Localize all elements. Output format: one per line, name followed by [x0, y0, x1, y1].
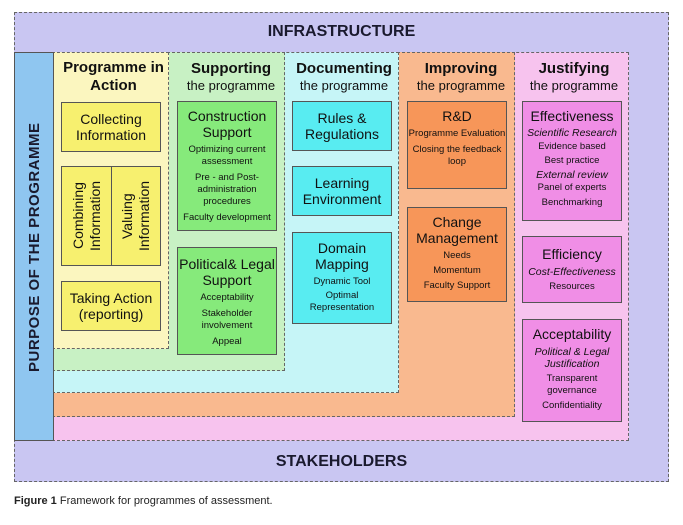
effectiveness-item: Benchmarking [541, 197, 603, 208]
effectiveness-item: Scientific Research [527, 127, 617, 139]
supporting-title: Supporting [191, 60, 271, 77]
effectiveness-item: Evidence based [538, 141, 606, 152]
rules-regulations-label: Rules & Regulations [305, 110, 379, 142]
taking-action-box: Taking Action (reporting) [61, 281, 161, 331]
efficiency-box: Efficiency Cost-Effectiveness Resources [522, 236, 622, 303]
figure-caption-label: Figure 1 [14, 495, 57, 507]
effectiveness-item: Panel of experts [537, 182, 607, 193]
supporting-subtitle: the programme [186, 78, 276, 93]
combining-valuing-box: Combining Information Valuing Informatio… [61, 166, 161, 266]
political-support-item: Acceptability [200, 292, 254, 303]
learning-environment-label: Learning Environment [302, 175, 382, 207]
efficiency-item: Cost-Effectiveness [528, 266, 616, 278]
improving-subtitle: the programme [416, 78, 506, 93]
supporting-header: Supporting the programme [172, 60, 290, 93]
action-header: Programme in Action [56, 59, 171, 95]
effectiveness-title: Effectiveness [530, 108, 614, 124]
change-management-item: Needs [443, 250, 471, 261]
acceptability-item: Confidentiality [542, 400, 602, 411]
taking-action-label: Taking Action (reporting) [69, 290, 153, 322]
acceptability-title: Acceptability [532, 326, 612, 342]
justifying-subtitle: the programme [529, 78, 619, 93]
combining-information-label: Combining Information [70, 180, 103, 252]
documenting-subtitle: the programme [299, 78, 389, 93]
political-legal-support-box: Political& Legal Support Acceptability S… [177, 247, 277, 355]
domain-mapping-item: Dynamic Tool [313, 276, 371, 287]
political-support-title: Political& Legal Support [179, 256, 275, 288]
change-management-item: Momentum [433, 265, 481, 276]
rd-box: R&D Programme Evaluation Closing the fee… [407, 101, 507, 189]
domain-mapping-item: Optimal Representation [309, 290, 375, 313]
rules-regulations-box: Rules & Regulations [292, 101, 392, 151]
rd-item: Programme Evaluation [408, 128, 506, 139]
construction-support-box: Construction Support Optimizing current … [177, 101, 277, 231]
purpose-bar: PURPOSE OF THE PROGRAMME [14, 52, 54, 441]
rd-item: Closing the feedback loop [412, 144, 502, 167]
combining-valuing-divider [111, 167, 112, 265]
valuing-information-label: Valuing Information [119, 180, 152, 252]
change-management-box: Change Management Needs Momentum Faculty… [407, 207, 507, 302]
documenting-title: Documenting [296, 60, 392, 77]
improving-header: Improving the programme [402, 60, 520, 93]
construction-item: Pre - and Post-administration procedures [195, 172, 259, 207]
documenting-header: Documenting the programme [285, 60, 403, 93]
purpose-label: PURPOSE OF THE PROGRAMME [26, 122, 43, 373]
political-support-item: Stakeholder involvement [201, 308, 253, 331]
acceptability-item: Political & Legal Justification [534, 346, 610, 370]
justifying-header: Justifying the programme [515, 60, 633, 93]
effectiveness-item: External review [536, 169, 608, 181]
change-management-title: Change Management [416, 214, 498, 246]
figure-caption: Figure 1 Framework for programmes of ass… [14, 494, 674, 508]
acceptability-box: Acceptability Political & Legal Justific… [522, 319, 622, 422]
collecting-information-box: Collecting Information [61, 102, 161, 152]
figure-caption-text: Framework for programmes of assessment. [59, 495, 273, 507]
domain-mapping-box: Domain Mapping Dynamic Tool Optimal Repr… [292, 232, 392, 324]
learning-environment-box: Learning Environment [292, 166, 392, 216]
infrastructure-label: INFRASTRUCTURE [267, 23, 416, 40]
political-support-item: Appeal [212, 336, 242, 347]
acceptability-item: Transparent governance [546, 373, 598, 396]
improving-title: Improving [424, 60, 498, 77]
rd-title: R&D [442, 108, 472, 124]
justifying-title: Justifying [538, 60, 610, 77]
effectiveness-box: Effectiveness Scientific Research Eviden… [522, 101, 622, 221]
efficiency-title: Efficiency [542, 246, 602, 262]
construction-item: Optimizing current assessment [188, 144, 266, 167]
construction-item: Faculty development [183, 212, 271, 223]
change-management-item: Faculty Support [423, 280, 491, 291]
efficiency-item: Resources [549, 281, 595, 292]
action-title: Programme in Action [63, 59, 164, 94]
effectiveness-item: Best practice [544, 155, 600, 166]
stakeholders-label: STAKEHOLDERS [275, 453, 408, 470]
domain-mapping-title: Domain Mapping [315, 240, 369, 272]
collecting-information-label: Collecting Information [75, 111, 147, 143]
construction-support-title: Construction Support [187, 108, 267, 140]
